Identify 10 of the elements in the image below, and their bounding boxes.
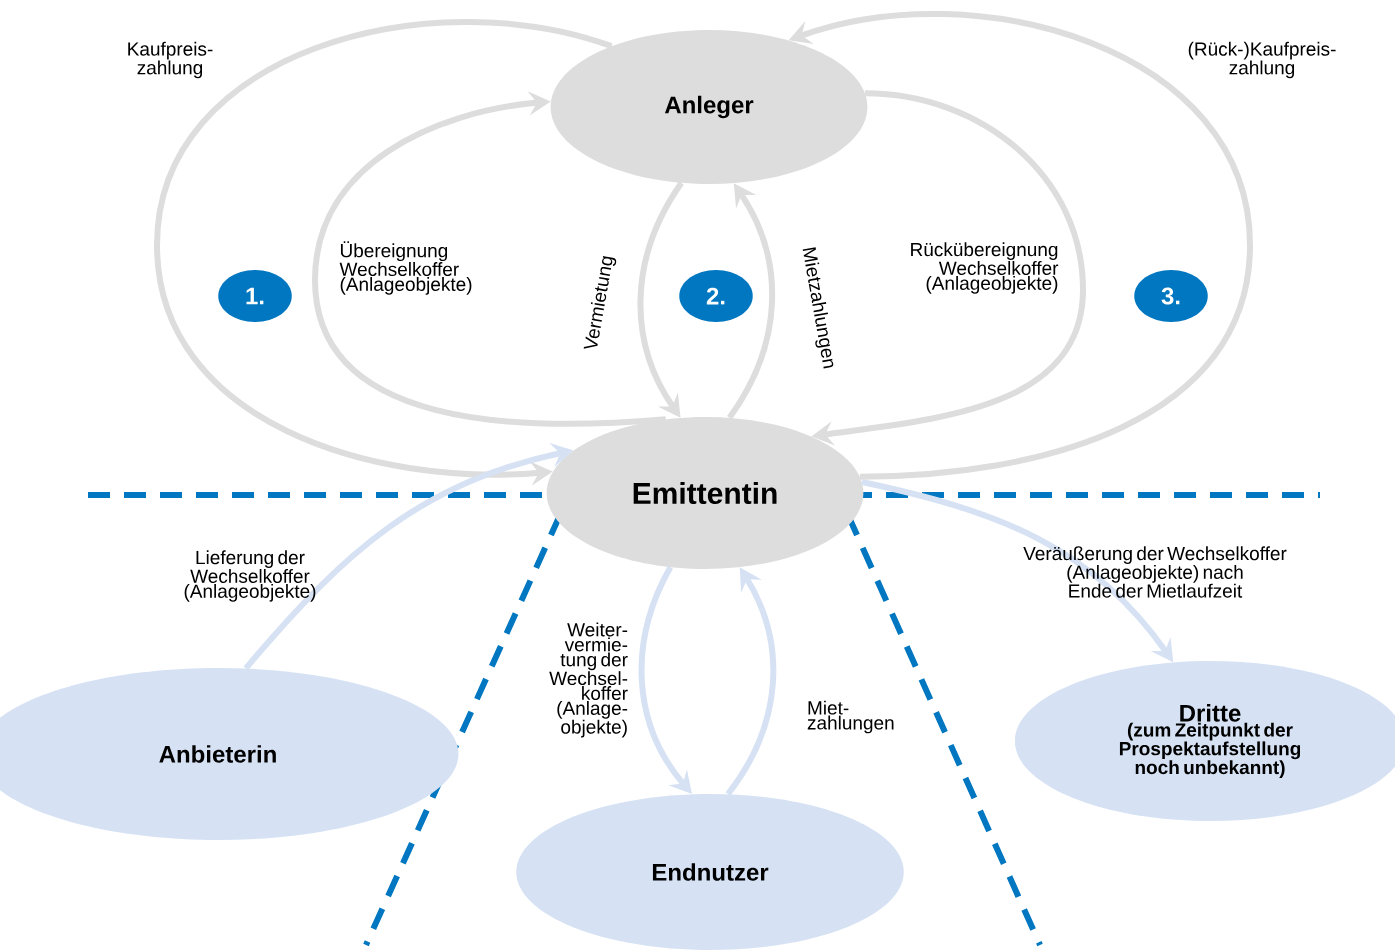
edge-label: Übereignung Wechselkoffer (Anlageobjekte) — [339, 241, 472, 295]
edge-label: Mietzahlungen — [802, 247, 834, 369]
edge-label: Miet- zahlungen — [807, 700, 894, 734]
edge-label: Kaufpreis- zahlung — [128, 41, 213, 79]
edge-label: Rückübereignung Wechselkoffer (Anlageobjekte) — [911, 242, 1059, 294]
arrow — [312, 91, 666, 427]
edge-label: Weiter- vermie- tung der Wechsel- koffer (Anlage- objekte) — [549, 622, 628, 738]
edge-label: Veräußerung der Wechselkoffer (Anlageobjekte) nach Ende der Mietlaufzeit — [1023, 546, 1287, 598]
edge-label: Lieferung der Wechselkoffer (Anlageobjekte) — [184, 550, 316, 602]
edge-label: (Rück-)Kaufpreis- zahlung — [1188, 41, 1336, 79]
